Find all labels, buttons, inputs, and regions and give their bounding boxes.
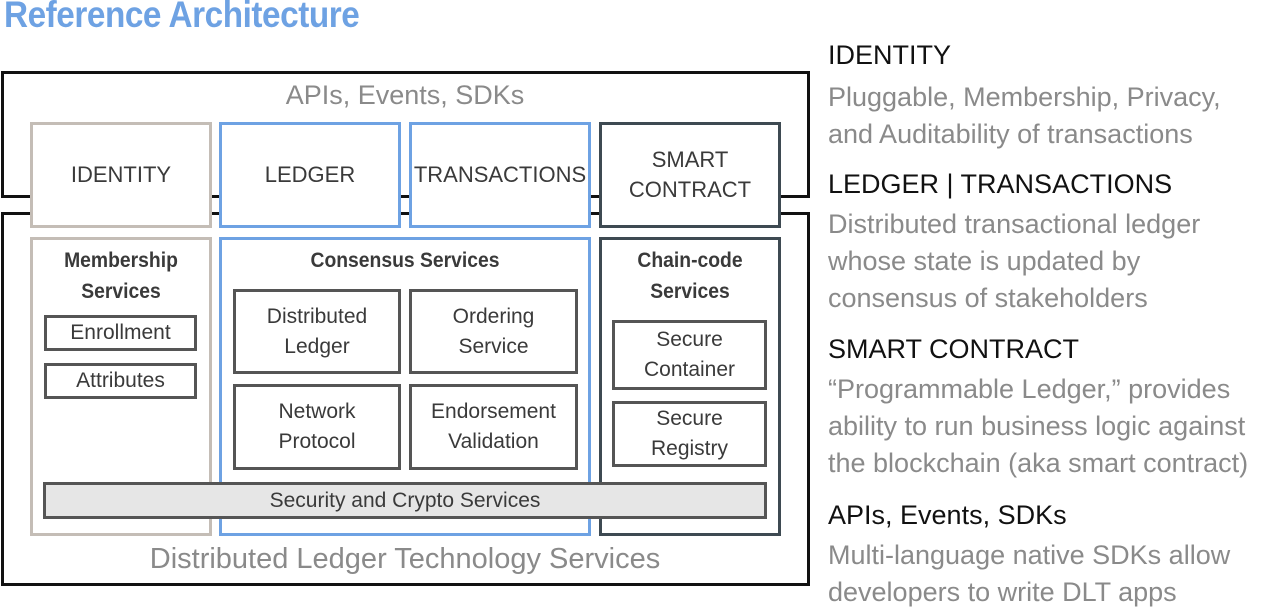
enrollment-label: Enrollment	[70, 321, 171, 344]
legend-smart-contract-line: the blockchain (aka smart contract)	[828, 448, 1249, 478]
dlt-services-frame	[1, 212, 810, 586]
dlt-services-label: Distributed Ledger Technology Services	[149, 543, 661, 575]
attributes-box: Attributes	[44, 363, 197, 399]
membership-services-column	[30, 237, 212, 536]
network-protocol-line1: Network	[278, 400, 356, 423]
endorsement-validation-box: Endorsement Validation	[409, 384, 578, 470]
transactions-box-label: TRANSACTIONS	[413, 162, 587, 187]
page-title: Reference Architecture	[4, 0, 360, 35]
chaincode-services-heading: Chain-code Services	[606, 245, 773, 307]
enrollment-box: Enrollment	[44, 315, 197, 351]
ordering-service-box: Ordering Service	[409, 289, 578, 374]
apis-events-sdks-label: APIs, Events, SDKs	[285, 80, 525, 110]
chaincode-services-column	[599, 237, 781, 536]
distributed-ledger-line1: Distributed	[266, 304, 368, 328]
legend-ledger-heading: LEDGER | TRANSACTIONS	[828, 169, 1173, 199]
secure-registry-box: Secure Registry	[612, 401, 767, 467]
identity-box-label: IDENTITY	[70, 162, 172, 187]
legend-ledger-line: Distributed transactional ledger	[828, 209, 1201, 239]
smart-contract-box: SMART CONTRACT	[599, 122, 781, 228]
legend-smart-contract-line: ability to run business logic against	[828, 411, 1246, 441]
security-crypto-label: Security and Crypto Services	[269, 488, 541, 512]
ordering-service-line2: Service	[458, 334, 529, 358]
distributed-ledger-box: Distributed Ledger	[233, 289, 401, 374]
network-protocol-line2: Protocol	[278, 430, 356, 453]
legend-smart-contract-line: “Programmable Ledger,” provides	[828, 374, 1231, 404]
security-crypto-services-bar: Security and Crypto Services	[43, 482, 767, 519]
ledger-box: LEDGER	[219, 122, 401, 228]
chaincode-heading-line2: Services	[650, 280, 730, 303]
secure-registry-line1: Secure	[656, 407, 723, 430]
attributes-label: Attributes	[76, 369, 165, 392]
legend-identity-heading: IDENTITY	[828, 40, 952, 70]
legend-identity-line: and Auditability of transactions	[828, 119, 1193, 149]
legend-apis-heading: APIs, Events, SDKs	[828, 500, 1067, 530]
legend-ledger-line: whose state is updated by	[828, 246, 1141, 276]
consensus-heading-text: Consensus Services	[310, 249, 500, 272]
identity-box: IDENTITY	[30, 122, 212, 228]
chaincode-heading-line1: Chain-code	[637, 249, 743, 272]
membership-heading-line1: Membership	[64, 249, 178, 272]
secure-container-line1: Secure	[656, 328, 723, 351]
legend-apis-description: Multi-language native SDKs allow develop…	[828, 537, 1230, 611]
legend-identity-description: Pluggable, Membership, Privacy, and Audi…	[828, 79, 1221, 153]
membership-services-heading: Membership Services	[37, 245, 204, 307]
secure-registry-line2: Registry	[650, 437, 729, 460]
legend-identity-line: Pluggable, Membership, Privacy,	[828, 82, 1221, 112]
legend-apis-line: developers to write DLT apps	[828, 577, 1177, 607]
consensus-services-heading: Consensus Services	[234, 245, 576, 276]
secure-container-box: Secure Container	[612, 320, 767, 390]
legend-ledger-line: consensus of stakeholders	[828, 283, 1148, 313]
smart-contract-label-line2: CONTRACT	[628, 177, 752, 202]
secure-container-line2: Container	[643, 358, 736, 381]
legend-apis-line: Multi-language native SDKs allow	[828, 540, 1231, 570]
smart-contract-label-line1: SMART	[651, 147, 729, 172]
ordering-service-line1: Ordering	[452, 304, 535, 328]
network-protocol-box: Network Protocol	[233, 384, 401, 470]
endorsement-validation-line1: Endorsement	[431, 400, 556, 423]
membership-heading-line2: Services	[81, 280, 161, 303]
transactions-box: TRANSACTIONS	[409, 122, 591, 228]
endorsement-validation-line2: Validation	[448, 430, 539, 453]
consensus-services-column	[219, 237, 591, 536]
legend-ledger-description: Distributed transactional ledger whose s…	[828, 206, 1200, 317]
legend-smart-contract-description: “Programmable Ledger,” provides ability …	[828, 371, 1248, 482]
legend-smart-contract-heading: SMART CONTRACT	[828, 334, 1080, 364]
distributed-ledger-line2: Ledger	[284, 334, 350, 358]
apis-frame	[1, 71, 810, 198]
ledger-box-label: LEDGER	[264, 162, 356, 187]
